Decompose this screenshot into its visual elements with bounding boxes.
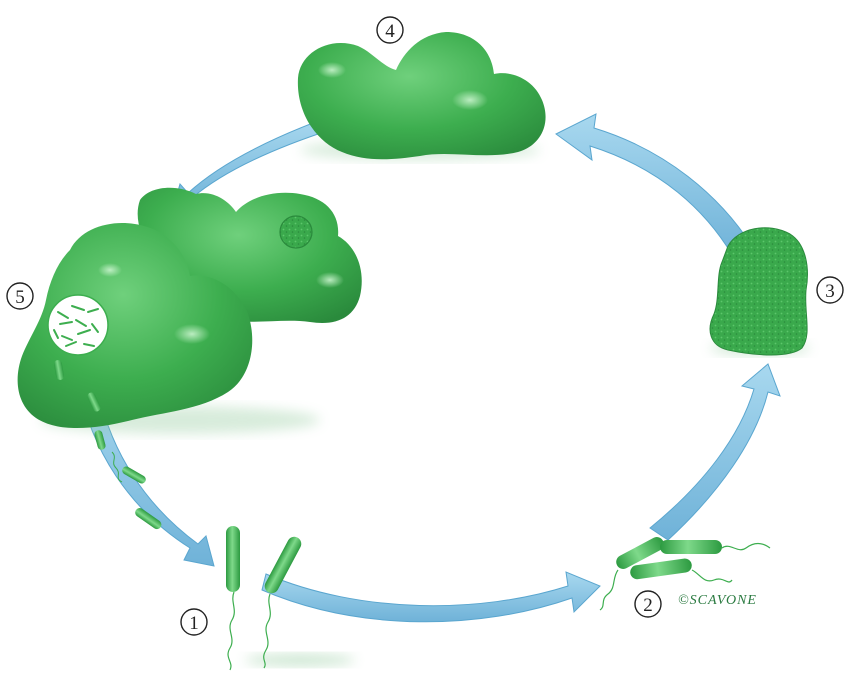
stage-label-3: 3 <box>817 277 843 303</box>
artist-signature: ©SCAVONE <box>678 593 757 608</box>
arrow-1-to-2 <box>262 572 600 622</box>
stage-4-amoeba <box>298 32 546 160</box>
stage-label-1: 1 <box>181 609 207 635</box>
bacteria-vacuole <box>48 295 108 355</box>
nucleus <box>280 216 312 248</box>
svg-text:5: 5 <box>15 287 25 308</box>
svg-text:4: 4 <box>385 21 395 42</box>
arrow-2-to-3 <box>650 364 780 540</box>
arrow-3-to-4 <box>556 114 752 258</box>
amoeba-4-body <box>298 32 546 159</box>
svg-text:2: 2 <box>643 595 653 616</box>
cyst-body <box>710 228 807 355</box>
stage-label-4: 4 <box>377 17 403 43</box>
svg-text:3: 3 <box>825 281 835 302</box>
svg-text:1: 1 <box>189 613 199 634</box>
stage-5-amoebae <box>18 188 362 531</box>
stage-label-5: 5 <box>7 283 33 309</box>
stage-label-2: 2 <box>635 591 661 617</box>
stage-3-cyst <box>710 228 810 355</box>
